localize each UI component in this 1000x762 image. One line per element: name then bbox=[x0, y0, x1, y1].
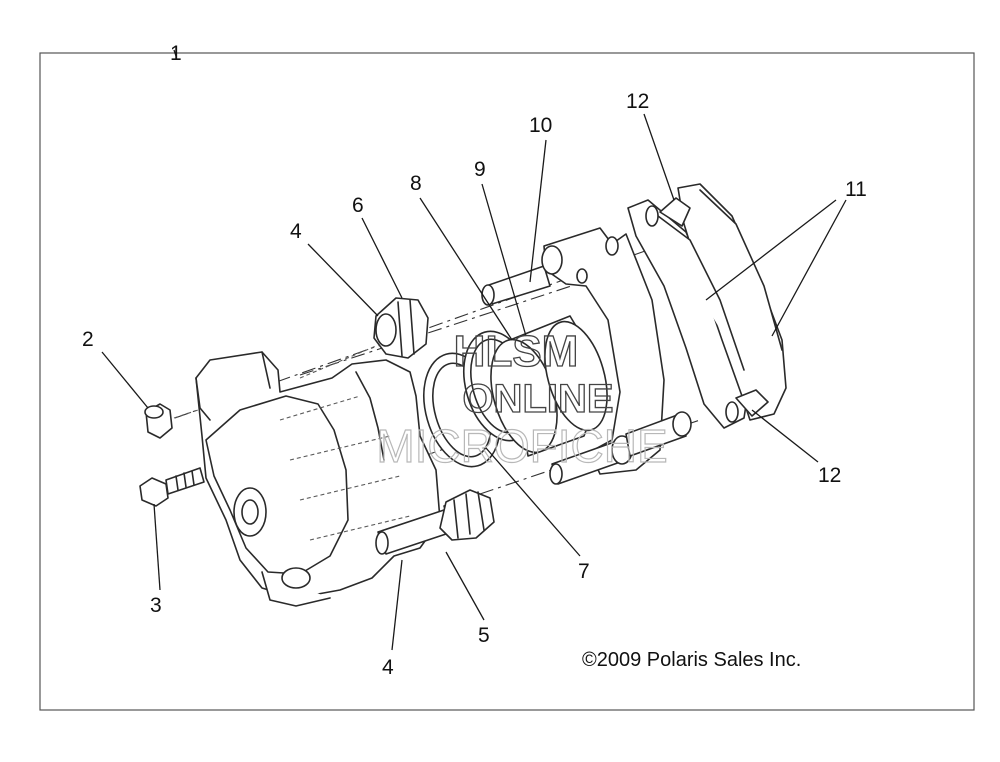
callout-labels: 1 2 3 4 4 5 6 7 8 9 10 11 12 12 bbox=[82, 42, 867, 679]
part-12-pad-springs bbox=[659, 197, 769, 417]
watermark-line-1: HLSM bbox=[454, 327, 579, 376]
part-9-piston bbox=[490, 315, 608, 457]
watermark-line-2: ONLINE bbox=[462, 377, 613, 421]
callout-3: 3 bbox=[150, 594, 162, 617]
callout-6: 6 bbox=[352, 194, 364, 217]
callout-9: 9 bbox=[474, 158, 486, 181]
callout-2: 2 bbox=[82, 328, 94, 351]
part-10-bracket bbox=[481, 227, 692, 485]
callout-8: 8 bbox=[410, 172, 422, 195]
part-11-brake-pads bbox=[627, 183, 787, 429]
part-2-bleeder-cap bbox=[144, 403, 199, 439]
watermark-line-3: MICROFICHE bbox=[376, 420, 667, 472]
caliper-body bbox=[195, 351, 441, 607]
callout-11: 11 bbox=[845, 178, 867, 201]
part-5-boot-lower bbox=[439, 489, 495, 541]
part-6-boot-upper bbox=[299, 297, 429, 379]
watermark: HLSM ONLINE MICROFICHE bbox=[376, 326, 669, 472]
callout-4-upper: 4 bbox=[290, 220, 302, 243]
copyright-notice: ©2009 Polaris Sales Inc. bbox=[582, 649, 801, 671]
callout-5: 5 bbox=[478, 624, 490, 647]
callout-12-upper: 12 bbox=[626, 90, 649, 113]
diagram-frame bbox=[39, 52, 975, 711]
callout-7: 7 bbox=[578, 560, 590, 583]
callout-12-lower: 12 bbox=[818, 464, 841, 487]
part-3-bleeder-screw bbox=[139, 467, 205, 507]
leader-lines bbox=[101, 49, 847, 651]
callout-4-lower: 4 bbox=[382, 656, 394, 679]
callout-1: 1 bbox=[170, 42, 182, 65]
callout-10: 10 bbox=[529, 114, 552, 137]
